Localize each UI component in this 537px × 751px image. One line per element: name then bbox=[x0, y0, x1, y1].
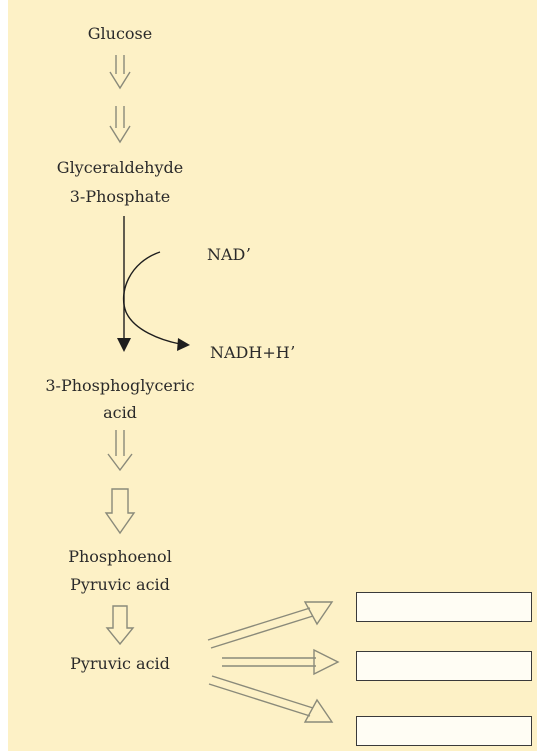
phosphate-label: 3-Phosphate bbox=[69, 187, 171, 206]
pyruvic-acid-label: Pyruvic acid bbox=[70, 654, 170, 673]
glucose-label: Glucose bbox=[87, 24, 153, 43]
answer-box-2[interactable] bbox=[356, 651, 532, 681]
phosphoenol-label: Phosphoenol bbox=[68, 547, 172, 566]
branch-arrow-down bbox=[208, 675, 334, 723]
branch-arrow-middle bbox=[222, 648, 340, 676]
acid-label: acid bbox=[103, 403, 137, 422]
nadh-label: NADH+Hʼ bbox=[210, 343, 295, 362]
down-arrow-5 bbox=[105, 605, 135, 646]
pyruvic-acid-label-pep: Pyruvic acid bbox=[70, 575, 170, 594]
answer-box-3[interactable] bbox=[356, 716, 532, 746]
solid-down-arrow bbox=[117, 216, 131, 352]
answer-box-1[interactable] bbox=[356, 592, 532, 622]
glyceraldehyde-label: Glyceraldehyde bbox=[56, 158, 184, 177]
down-arrow-2 bbox=[109, 106, 131, 144]
nad-label: NADʼ bbox=[207, 245, 251, 264]
down-arrow-1 bbox=[109, 55, 131, 90]
curved-side-arrow bbox=[122, 251, 190, 351]
down-arrow-4 bbox=[104, 488, 136, 535]
phosphoglyceric-label: 3-Phosphoglyceric bbox=[45, 376, 195, 395]
diagram-background bbox=[8, 0, 537, 751]
branch-arrow-up bbox=[207, 601, 334, 649]
down-arrow-3 bbox=[107, 430, 133, 472]
